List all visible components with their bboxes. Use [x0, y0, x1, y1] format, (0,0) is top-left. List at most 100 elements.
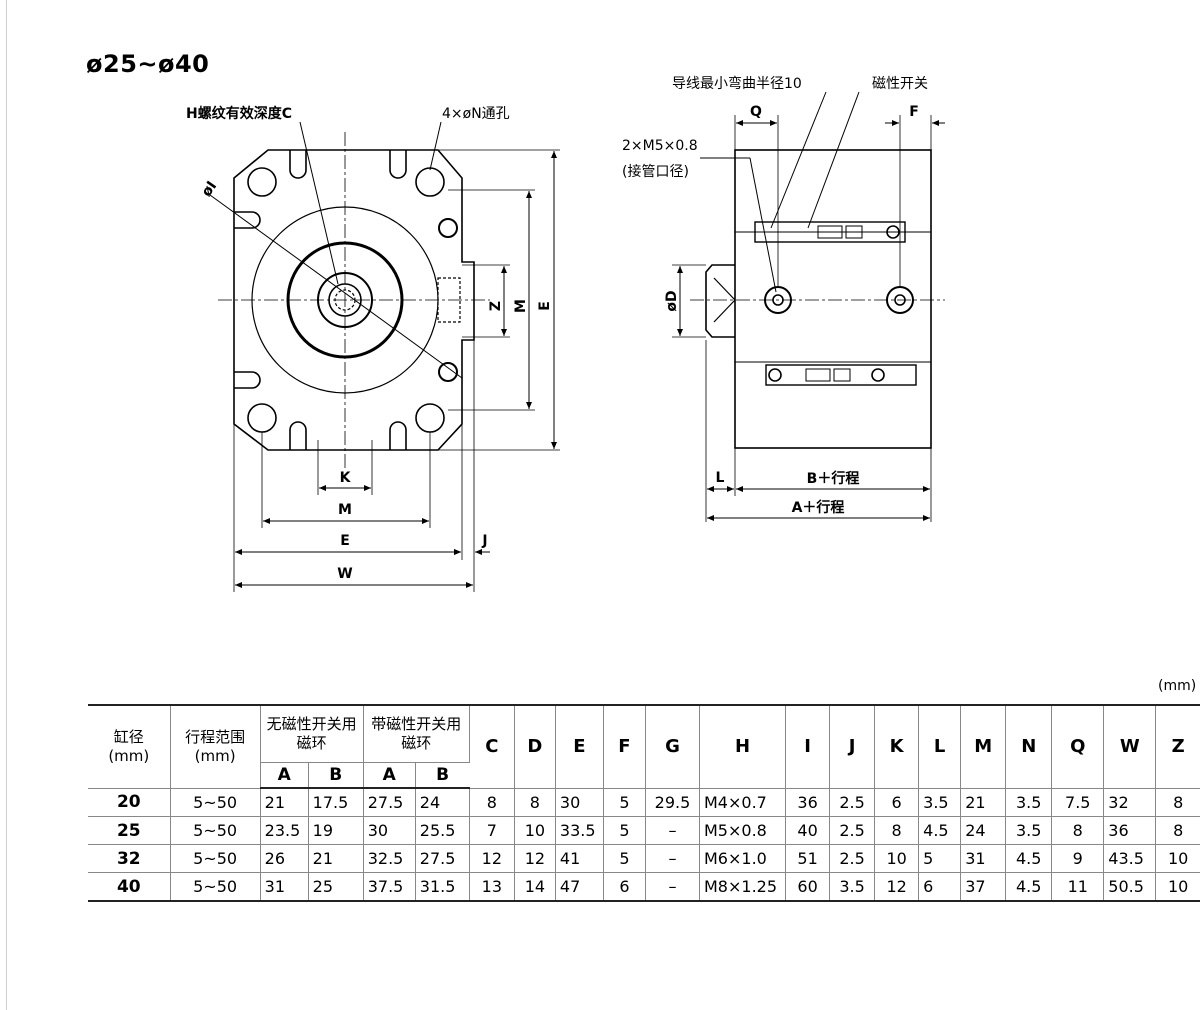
table-cell: 5~50 — [170, 872, 261, 902]
table-cell: 5 — [918, 844, 962, 873]
switch-slot-lower — [765, 364, 917, 386]
table-cell: 14 — [514, 872, 556, 902]
rod-end — [705, 264, 735, 338]
table-cell: 12 — [874, 872, 920, 902]
table-header-row: 缸径(mm) 行程范围(mm) 无磁性开关用磁环 带磁性开关用磁环 C D E … — [88, 705, 1200, 789]
table-cell: 4.5 — [918, 816, 962, 845]
dim-k: K — [340, 470, 352, 486]
table-cell: 41 — [555, 844, 604, 873]
h-thread-label: H螺纹有效深度C — [186, 105, 292, 122]
table-cell-bore: 20 — [88, 788, 171, 817]
table-cell: 50.5 — [1103, 872, 1157, 902]
port-thread-label: 2×M5×0.8 — [622, 138, 698, 154]
page-title: ø25~ø40 — [86, 50, 210, 78]
mount-hole-br — [415, 403, 445, 433]
table-cell: 37 — [960, 872, 1007, 902]
mount-hole-tr — [415, 167, 445, 197]
table-cell: 21 — [960, 788, 1007, 817]
table-cell: 9 — [1051, 844, 1105, 873]
table-cell: 36 — [1103, 816, 1157, 845]
port-lower — [438, 362, 458, 382]
table-cell: 60 — [785, 872, 831, 902]
side-view-labels: 导线最小弯曲半径10 磁性开关 2×M5×0.8 (接管口径) Q F øD L… — [622, 75, 928, 516]
table-cell: 3.5 — [918, 788, 962, 817]
table-cell: 36 — [785, 788, 831, 817]
mount-hole-tl — [247, 167, 277, 197]
table-cell: 8 — [1155, 788, 1200, 817]
front-view — [209, 121, 560, 592]
table-cell: 2.5 — [829, 816, 876, 845]
table-cell: 32.5 — [363, 844, 416, 873]
table-cell: – — [645, 872, 701, 902]
dim-f: F — [909, 104, 919, 120]
table-cell: 2.5 — [829, 788, 876, 817]
dim-j: J — [481, 533, 487, 549]
header-col: G — [645, 705, 701, 789]
table-cell: 8 — [469, 788, 515, 817]
table-cell-bore: 25 — [88, 816, 171, 845]
table-cell: 33.5 — [555, 816, 604, 845]
side-view — [672, 91, 945, 522]
table-cell: M5×0.8 — [699, 816, 787, 845]
table-cell: – — [645, 844, 701, 873]
table-cell: 8 — [514, 788, 556, 817]
edge-slot — [389, 150, 407, 179]
table-cell: 6 — [918, 872, 962, 902]
header-col: N — [1005, 705, 1053, 789]
header-col: F — [603, 705, 646, 789]
dim-m-vertical: M — [513, 299, 529, 313]
dim-d: øD — [664, 290, 680, 311]
header-with-switch: 带磁性开关用磁环 — [363, 705, 470, 763]
header-col: Q — [1051, 705, 1105, 789]
table-cell: 10 — [1155, 872, 1200, 902]
table-cell: 6 — [603, 872, 646, 902]
header-col: E — [555, 705, 604, 789]
table-cell: 4.5 — [1005, 872, 1053, 902]
table-cell: 8 — [1155, 816, 1200, 845]
table-cell: 19 — [308, 816, 364, 845]
dim-l: L — [716, 470, 725, 486]
edge-slot — [289, 421, 307, 450]
table-cell: 24 — [415, 788, 470, 817]
dim-b-stroke: B＋行程 — [807, 470, 860, 487]
header-no-switch: 无磁性开关用磁环 — [260, 705, 364, 763]
table-cell: 43.5 — [1103, 844, 1157, 873]
table-cell: 31 — [260, 872, 309, 902]
wire-radius-label: 导线最小弯曲半径10 — [672, 75, 802, 92]
table-subheader-row: A B A B — [88, 762, 1200, 789]
dim-m: M — [338, 502, 352, 518]
edge-slot — [234, 211, 261, 229]
table-cell: 30 — [555, 788, 604, 817]
header-col: J — [829, 705, 876, 789]
table-cell: 31.5 — [415, 872, 470, 902]
table-cell: 12 — [514, 844, 556, 873]
table-cell: 47 — [555, 872, 604, 902]
page-border — [6, 0, 7, 1010]
table-cell: 7.5 — [1051, 788, 1105, 817]
table-cell: 11 — [1051, 872, 1105, 902]
edge-slot — [389, 421, 407, 450]
units-label: (mm) — [1158, 678, 1197, 694]
mount-hole-bl — [247, 403, 277, 433]
i-dim-label: øI — [199, 178, 221, 199]
table-cell: 31 — [960, 844, 1007, 873]
table-cell: 5~50 — [170, 788, 261, 817]
table-cell: 5 — [603, 844, 646, 873]
header-col: L — [918, 705, 962, 789]
table-cell: 23.5 — [260, 816, 309, 845]
table-cell: 26 — [260, 844, 309, 873]
table-cell: 30 — [363, 816, 416, 845]
subheader-a: A — [363, 762, 416, 789]
table-cell: 29.5 — [645, 788, 701, 817]
switch-slot-upper — [754, 221, 906, 243]
dim-w: W — [337, 566, 352, 582]
header-col: M — [960, 705, 1007, 789]
header-col: I — [785, 705, 831, 789]
table-cell: M6×1.0 — [699, 844, 787, 873]
header-stroke: 行程范围(mm) — [170, 705, 261, 789]
table-cell: 25.5 — [415, 816, 470, 845]
table-cell: – — [645, 816, 701, 845]
front-view-labels: H螺纹有效深度C 4×øN通孔 øI Z M E K M E W J — [186, 105, 553, 582]
